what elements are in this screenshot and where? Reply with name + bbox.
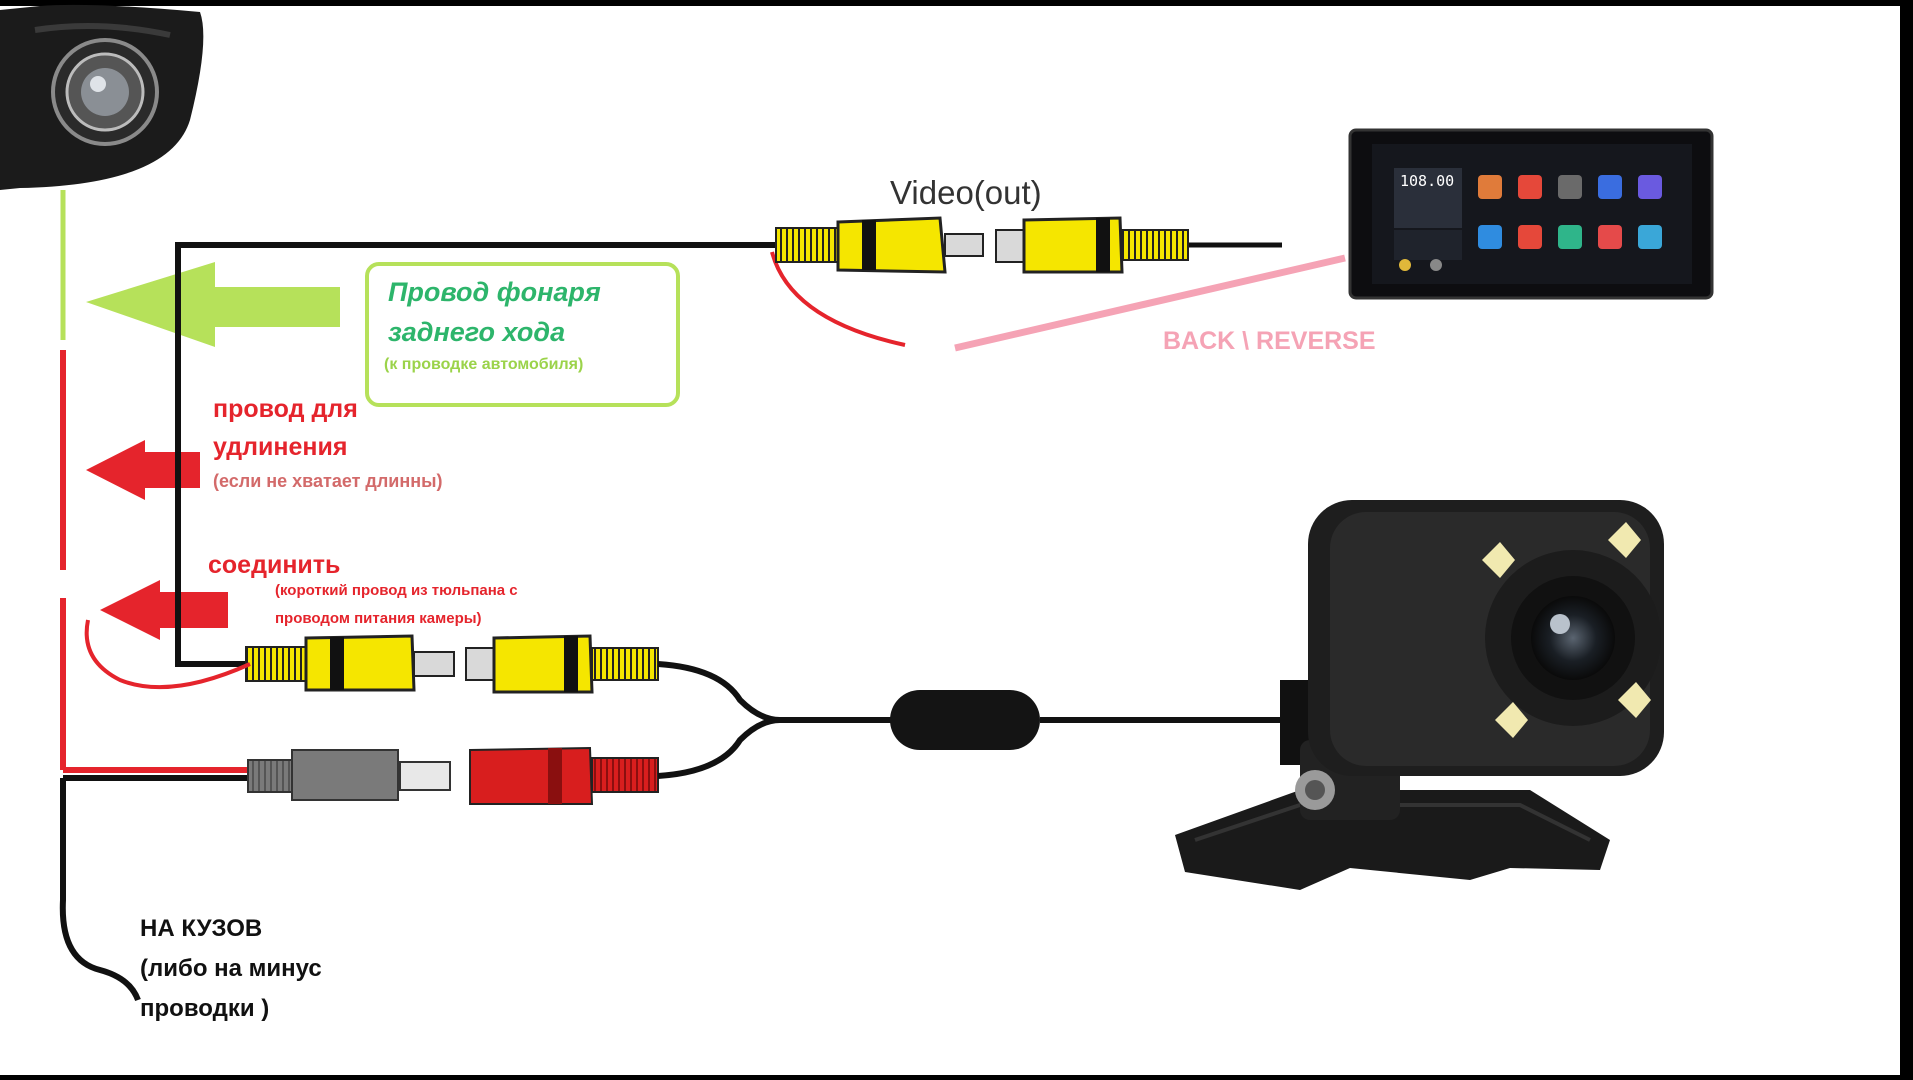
rear-camera (1175, 500, 1664, 890)
reverse-light-callout (365, 262, 680, 407)
camera-video-rca-male (245, 634, 455, 692)
short-red-wire (84, 619, 251, 690)
camera-cable-power-branch (657, 717, 781, 779)
video-cable (175, 242, 780, 667)
cable-filter-box (890, 690, 1040, 750)
radio-frequency: 108.00 (1400, 172, 1455, 190)
ground-title-line3: проводки ) (140, 995, 270, 1022)
power-plug-gray (247, 749, 451, 801)
video-out-rca-male (775, 216, 984, 274)
top-red-wire (770, 251, 906, 347)
connect-title: соединить (208, 551, 341, 579)
connect-arrow (100, 580, 228, 640)
back-reverse-label: BACK \ REVERSE (1163, 327, 1376, 355)
app-icons (1478, 175, 1662, 249)
reverse-light-title-line2: заднего хода (388, 317, 566, 347)
camera-video-rca-female (465, 634, 659, 694)
ground-title-line1: НА КУЗОВ (140, 915, 263, 942)
extension-title-line2: удлинения (213, 433, 348, 461)
power-socket-red (469, 746, 659, 805)
reverse-light-icon (0, 4, 204, 190)
reverse-light-note: (к проводке автомобиля) (384, 356, 584, 373)
video-in-rca-female (995, 216, 1189, 274)
reverse-light-arrow (86, 262, 340, 347)
extension-title-line1: провод для (213, 395, 358, 423)
reverse-light-title-line1: Провод фонаря (388, 277, 601, 307)
reverse-signal-wire (954, 254, 1346, 352)
video-out-label: Video(out) (890, 174, 1042, 211)
head-unit (1348, 128, 1714, 300)
connect-note-line1: (короткий провод из тюльпана с (275, 582, 518, 599)
ground-wire (59, 778, 141, 1002)
extension-arrow (86, 440, 200, 500)
ground-title-line2: (либо на минус (140, 955, 322, 982)
extension-note: (если не хватает длинны) (213, 471, 443, 491)
connect-note-line2: проводом питания камеры) (275, 610, 482, 627)
